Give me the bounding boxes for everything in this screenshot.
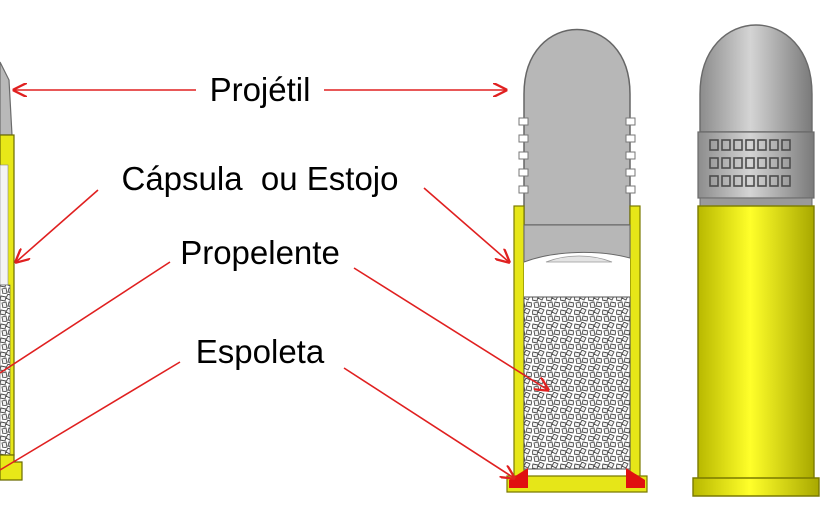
callout-arrows — [0, 90, 548, 478]
arrow-propelente-left — [0, 261, 171, 374]
partial-case-rim — [0, 454, 23, 481]
arrow-espoleta-right — [343, 367, 514, 478]
cutaway-primer-right — [626, 468, 645, 488]
label-capsula: Cápsula ou Estojo — [121, 160, 398, 197]
exterior-bullet-base — [699, 197, 813, 207]
cutaway-bullet-base — [523, 224, 631, 263]
label-propelente: Propelente — [180, 234, 340, 271]
cutaway-case-wall-left — [513, 205, 525, 479]
partial-case-inner — [0, 164, 9, 286]
partial-cartridge-left — [0, 61, 23, 481]
exterior-bullet-knurling — [709, 139, 791, 187]
exterior-rim — [692, 477, 820, 497]
cutaway-case-wall-right — [629, 205, 641, 479]
exterior-bullet-band — [697, 131, 815, 199]
label-projetil: Projétil — [210, 71, 311, 108]
arrow-propelente-right — [353, 267, 548, 390]
partial-bullet-tip — [0, 61, 13, 136]
cutaway-cartridge — [506, 28, 648, 493]
cutaway-primer-left — [509, 468, 528, 488]
exterior-case — [697, 205, 815, 483]
arrow-capsula-left — [16, 189, 99, 262]
exterior-bullet-nose — [699, 24, 813, 133]
exterior-cartridge — [692, 24, 820, 497]
arrow-espoleta-left — [0, 361, 181, 471]
arrow-capsula-right — [423, 187, 509, 262]
cutaway-rim — [506, 475, 648, 493]
label-espoleta: Espoleta — [196, 333, 325, 370]
cutaway-bullet-heel — [545, 255, 613, 263]
cutaway-bullet-grooves — [518, 117, 636, 194]
cutaway-bullet — [523, 28, 631, 226]
cutaway-propellant — [523, 296, 631, 470]
